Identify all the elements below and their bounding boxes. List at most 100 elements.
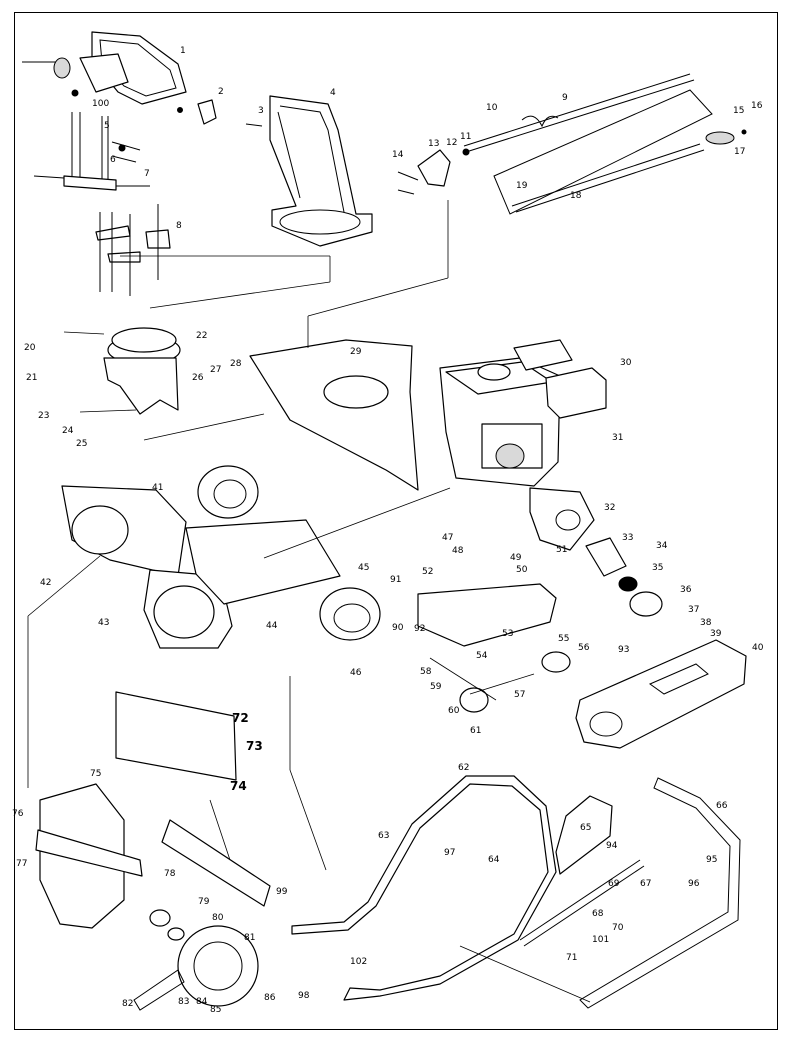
part-label-13: 13: [428, 139, 439, 149]
part-label-3: 3: [258, 106, 264, 116]
part-label-28: 28: [230, 359, 242, 369]
part-label-43: 43: [98, 618, 109, 628]
part-label-33: 33: [622, 533, 633, 543]
part-control-bracket: [397, 148, 470, 195]
part-label-80: 80: [212, 913, 224, 923]
drawing-layer: [22, 31, 747, 1011]
part-wheel-right: [319, 587, 381, 641]
part-label-5: 5: [104, 121, 110, 131]
part-label-102: 102: [350, 957, 367, 967]
part-label-42: 42: [40, 578, 51, 588]
part-label-35: 35: [652, 563, 663, 573]
part-label-56: 56: [578, 643, 590, 653]
part-belt-cover: [575, 639, 747, 749]
part-label-58: 58: [420, 667, 432, 677]
part-bracket: [197, 99, 217, 125]
part-label-15: 15: [733, 106, 744, 116]
part-label-29: 29: [350, 347, 362, 357]
part-label-10: 10: [486, 103, 498, 113]
part-impeller-pulley: [133, 925, 259, 1011]
part-label-23: 23: [38, 411, 49, 421]
part-shaft-sleeve: [585, 537, 627, 577]
part-label-81: 81: [244, 933, 255, 943]
part-label-65: 65: [580, 823, 591, 833]
part-label-94: 94: [606, 841, 618, 851]
part-label-84: 84: [196, 997, 208, 1007]
part-label-9: 9: [562, 93, 568, 103]
part-label-46: 46: [350, 668, 362, 678]
part-label-1: 1: [180, 46, 186, 56]
part-label-92: 92: [414, 624, 425, 634]
part-label-11: 11: [460, 132, 471, 142]
part-pulley-adapter: [529, 487, 595, 551]
part-label-82: 82: [122, 999, 133, 1009]
part-label-27: 27: [210, 365, 221, 375]
part-label-41: 41: [152, 483, 163, 493]
part-label-59: 59: [430, 682, 442, 692]
part-label-53: 53: [502, 629, 513, 639]
part-label-47: 47: [442, 533, 453, 543]
part-label-75: 75: [90, 769, 101, 779]
part-label-95: 95: [706, 855, 717, 865]
part-label-97: 97: [444, 848, 455, 858]
part-label-77: 77: [16, 859, 27, 869]
part-wheel-left: [197, 465, 259, 519]
part-auger-housing-cover: [249, 339, 419, 491]
part-label-57: 57: [514, 690, 525, 700]
part-label-12: 12: [446, 138, 457, 148]
part-label-67: 67: [640, 879, 651, 889]
part-engine: [439, 339, 607, 487]
part-label-25: 25: [76, 439, 87, 449]
part-impeller-housing: [35, 783, 185, 941]
part-label-52: 52: [422, 567, 433, 577]
part-label-39: 39: [710, 629, 722, 639]
part-label-22: 22: [196, 331, 207, 341]
part-label-19: 19: [516, 181, 528, 191]
part-label-31: 31: [612, 433, 623, 443]
part-label-24: 24: [62, 426, 74, 436]
part-label-16: 16: [751, 101, 763, 111]
part-label-64: 64: [488, 855, 500, 865]
part-label-63: 63: [378, 831, 389, 841]
part-label-100: 100: [92, 99, 109, 109]
part-label-76: 76: [12, 809, 24, 819]
part-label-4: 4: [330, 88, 336, 98]
part-label-45: 45: [358, 563, 369, 573]
part-label-38: 38: [700, 618, 712, 628]
part-label-68: 68: [592, 909, 604, 919]
part-label-30: 30: [620, 358, 632, 368]
part-label-44: 44: [266, 621, 278, 631]
part-label-20: 20: [24, 343, 36, 353]
part-label-60: 60: [448, 706, 460, 716]
part-label-91: 91: [390, 575, 401, 585]
part-crank-knob: [22, 57, 79, 97]
part-label-14: 14: [392, 150, 404, 160]
part-label-72: 72: [232, 711, 249, 725]
part-upper-handle: [519, 777, 741, 1009]
part-label-6: 6: [110, 155, 116, 165]
part-label-50: 50: [516, 565, 528, 575]
part-auger-housing: [61, 485, 341, 649]
part-label-78: 78: [164, 869, 176, 879]
part-label-79: 79: [198, 897, 210, 907]
part-idler-plate: [417, 583, 557, 647]
part-label-17: 17: [734, 147, 745, 157]
part-label-101: 101: [592, 935, 609, 945]
part-label-37: 37: [688, 605, 699, 615]
part-label-51: 51: [556, 545, 567, 555]
part-label-93: 93: [618, 645, 629, 655]
part-label-7: 7: [144, 169, 150, 179]
part-label-96: 96: [688, 879, 700, 889]
part-label-40: 40: [752, 643, 764, 653]
part-label-32: 32: [604, 503, 615, 513]
part-chute-hood: [79, 31, 187, 105]
part-label-71: 71: [566, 953, 577, 963]
part-label-34: 34: [656, 541, 668, 551]
part-chute-support: [33, 112, 150, 191]
part-label-70: 70: [612, 923, 624, 933]
part-label-86: 86: [264, 993, 276, 1003]
part-label-73: 73: [246, 739, 263, 753]
part-label-21: 21: [26, 373, 37, 383]
part-label-55: 55: [558, 634, 569, 644]
part-label-49: 49: [510, 553, 522, 563]
